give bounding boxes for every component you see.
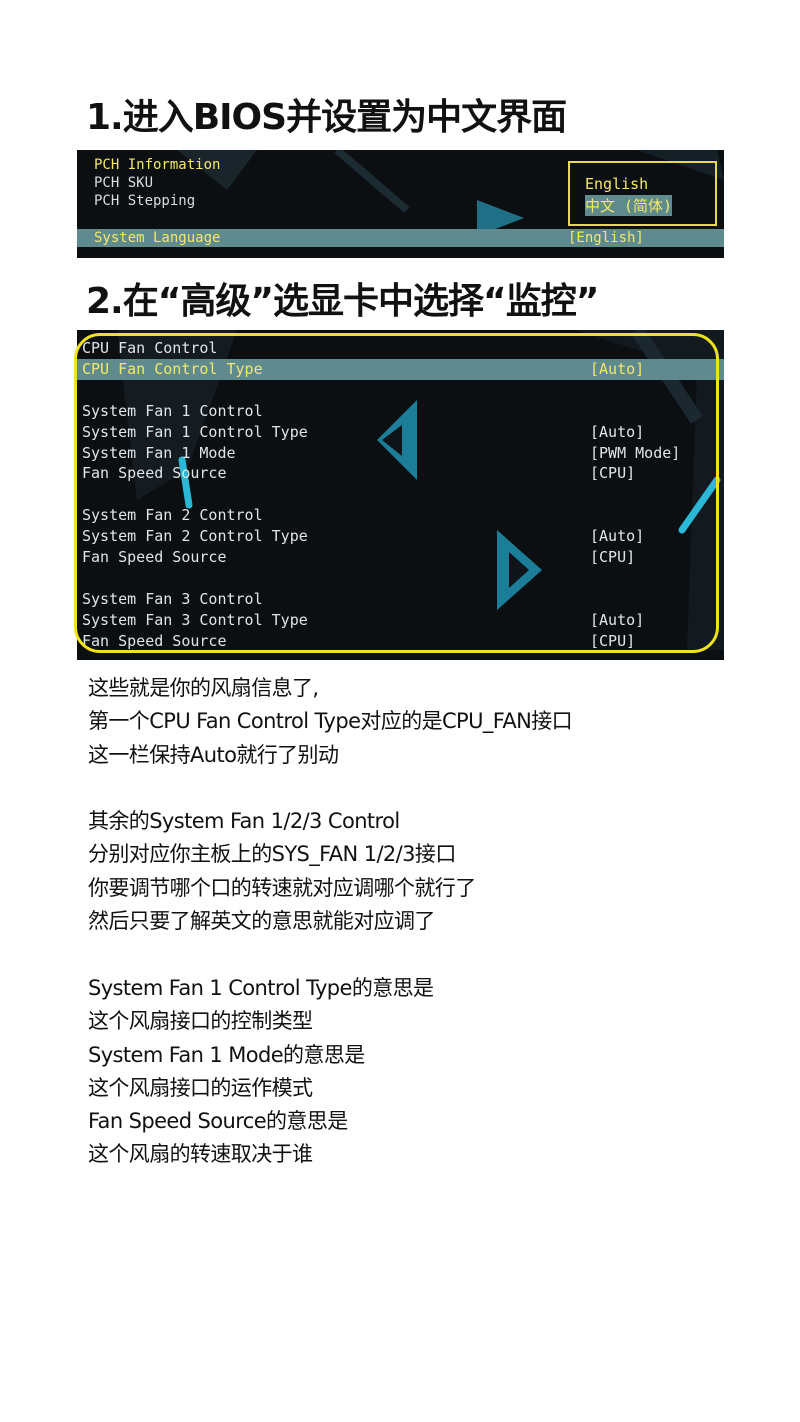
bios-setting-value[interactable]: [Auto] [590,422,645,441]
bios-setting-label: System Fan 2 Control [82,506,263,525]
text-line: System Fan 1 Mode的意思是 [88,1042,365,1067]
pch-information-label: PCH Information [94,157,221,173]
bios-setting-label: Fan Speed Source [82,631,227,650]
language-option-chinese-simplified[interactable]: 中文 (简体) [585,195,673,216]
bios-setting-label: System Fan 1 Control [82,401,263,420]
bios-setting-label: System Fan 3 Control [82,589,263,608]
bios-setting-row[interactable]: CPU Fan Control Type [Auto] [77,358,724,380]
bios-setting-label: CPU Fan Control Type [82,359,263,378]
system-language-value: [English] [568,230,644,246]
system-language-label: System Language [94,230,221,246]
text-line: System Fan 1 Control Type的意思是 [88,976,434,1000]
text-line: 第一个CPU Fan Control Type对应的是CPU_FAN接口 [88,709,573,734]
text-line: 这个风扇接口的运作模式 [88,1075,313,1100]
bios-setting-value[interactable]: [PWM Mode] [590,443,681,462]
language-select-popup[interactable]: English 中文 (简体) [568,161,717,226]
bios-setting-label: System Fan 2 Control Type [82,527,308,546]
system-language-row[interactable]: System Language [English] [77,229,724,247]
text-line: 分别对应你主板上的SYS_FAN 1/2/3接口 [88,842,456,867]
bios-setting-label: System Fan 3 Control Type [82,610,308,629]
text-line: 这个风扇的转速取决于谁 [88,1142,313,1167]
paragraph-fan-info: 这些就是你的风扇信息了, 第一个CPU Fan Control Type对应的是… [88,672,573,772]
bios-setting-label: System Fan 1 Control Type [82,422,308,441]
bios-language-screenshot: PCH Information PCH SKU PCH Stepping Eng… [77,150,724,258]
bios-setting-row[interactable]: System Fan 1 Control Type [Auto] [77,422,724,443]
bios-setting-label: CPU Fan Control [82,339,218,357]
bios-setting-row[interactable]: Fan Speed Source [CPU] [77,547,724,568]
bios-setting-row[interactable]: System Fan 3 Control [77,589,724,610]
bios-setting-value[interactable]: [CPU] [590,631,636,650]
pch-stepping-label: PCH Stepping [94,193,196,209]
bios-setting-label: Fan Speed Source [82,464,227,483]
step-2-heading: 2.在“高级”选显卡中选择“监控” [86,281,599,322]
text-line: 这些就是你的风扇信息了, [88,676,319,700]
bios-setting-value[interactable]: [CPU] [590,464,636,483]
bios-setting-value[interactable]: [Auto] [590,359,645,378]
bios-setting-label: Fan Speed Source [82,548,227,566]
bios-setting-row[interactable]: System Fan 1 Mode [PWM Mode] [77,443,724,464]
bios-setting-row[interactable]: CPU Fan Control [77,338,724,359]
bios-setting-row[interactable]: System Fan 2 Control Type [Auto] [77,526,724,547]
paragraph-term-explanations: System Fan 1 Control Type的意思是 这个风扇接口的控制类… [88,972,434,1172]
text-line: Fan Speed Source的意思是 [88,1109,348,1134]
bios-setting-row[interactable]: System Fan 3 Control Type [Auto] [77,610,724,631]
paragraph-system-fans: 其余的System Fan 1/2/3 Control 分别对应你主板上的SYS… [88,805,476,938]
step-1-heading: 1.进入BIOS并设置为中文界面 [86,97,567,138]
text-line: 这个风扇接口的控制类型 [88,1009,313,1034]
pch-sku-label: PCH SKU [94,175,154,191]
text-line: 其余的System Fan 1/2/3 Control [88,809,400,833]
bios-setting-value[interactable]: [Auto] [590,610,645,629]
bios-setting-row[interactable]: Fan Speed Source [CPU] [77,631,724,652]
bios-setting-row[interactable]: System Fan 1 Control [77,401,724,422]
annotation-highlight-ring [74,333,719,653]
bios-setting-label: System Fan 1 Mode [82,443,236,462]
bios-setting-value[interactable]: [CPU] [590,548,636,566]
text-line: 这一栏保持Auto就行了别动 [88,742,339,767]
text-line: 你要调节哪个口的转速就对应调哪个就行了 [88,875,476,900]
text-line: 然后只要了解英文的意思就能对应调了 [88,908,435,933]
language-option-english[interactable]: English [585,175,649,193]
bios-setting-row[interactable]: System Fan 2 Control [77,505,724,526]
bios-setting-value[interactable]: [Auto] [590,527,645,546]
bios-setting-row[interactable]: Fan Speed Source [CPU] [77,463,724,484]
